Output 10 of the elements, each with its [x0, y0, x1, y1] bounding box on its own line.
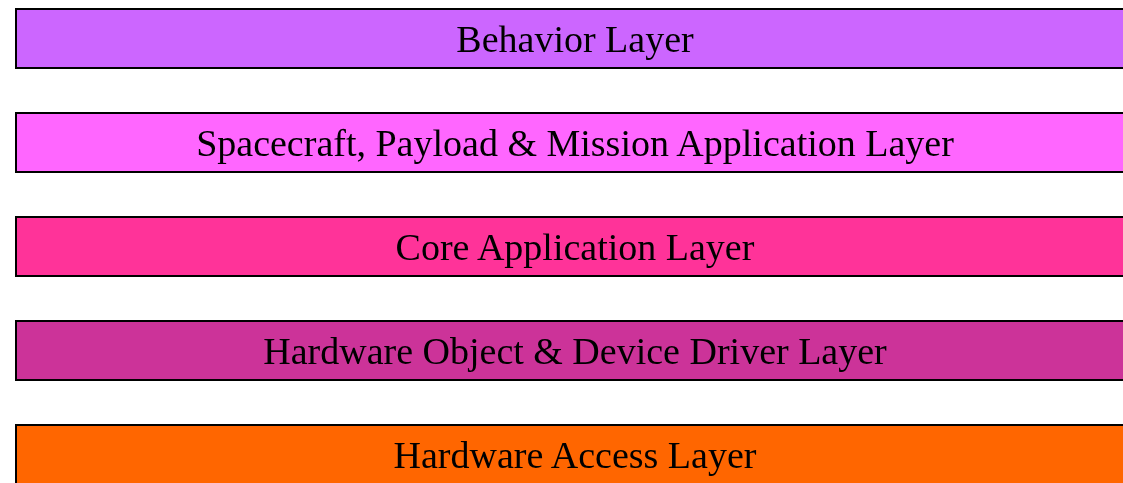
- layer-label: Hardware Access Layer: [393, 432, 757, 477]
- layer-bar: [15, 8, 1123, 69]
- layer-label: Spacecraft, Payload & Mission Application Layer: [196, 120, 954, 165]
- layer-bar: [15, 424, 1123, 483]
- layer-label: Core Application Layer: [395, 224, 755, 269]
- layer-label: Hardware Object & Device Driver Layer: [263, 328, 887, 373]
- layer-bar: [15, 112, 1123, 173]
- layer-bar: [15, 216, 1123, 277]
- layer-bar: [15, 320, 1123, 381]
- layer-label: Behavior Layer: [456, 16, 694, 61]
